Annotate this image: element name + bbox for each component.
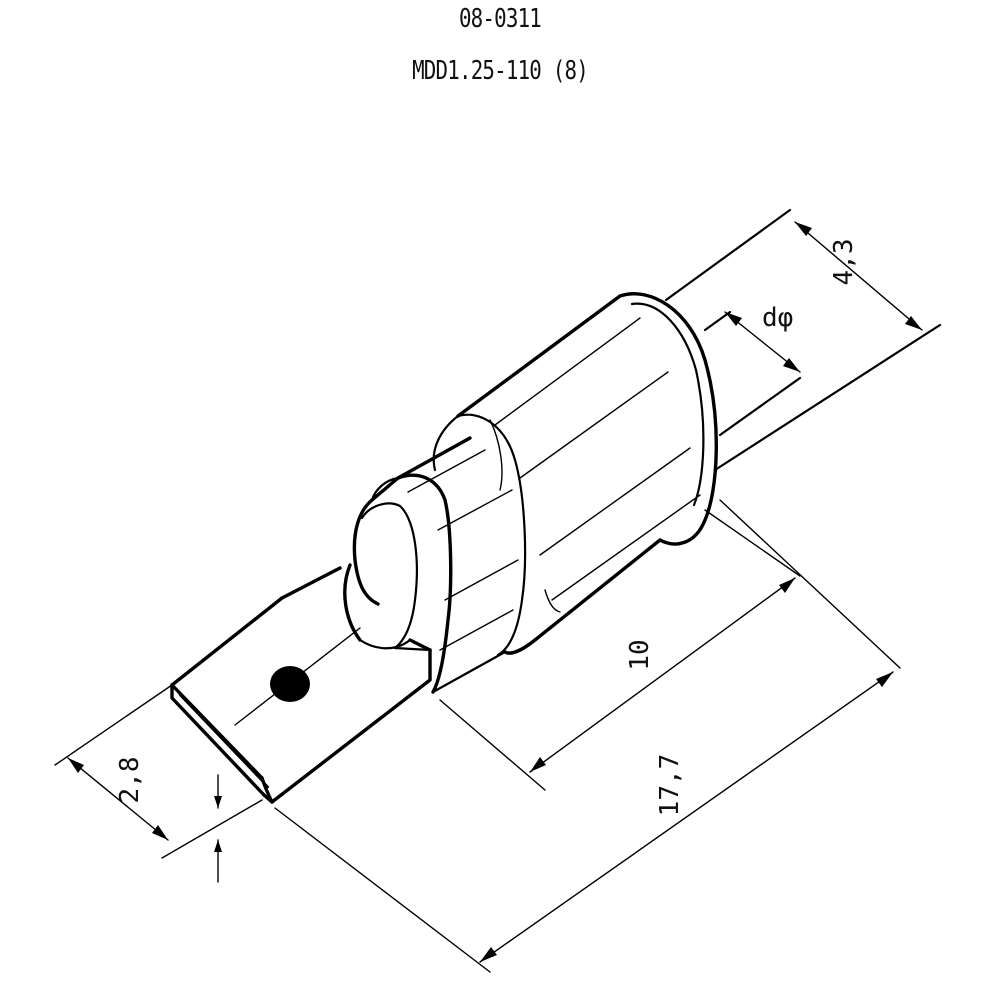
dim-label-d-phi: dφ — [762, 303, 793, 333]
dimple-dot — [270, 666, 310, 702]
dim-label-4-3: 4,3 — [829, 239, 859, 286]
neck — [280, 563, 432, 652]
dim-sleeve-diameter: 4,3 — [794, 221, 923, 331]
dim-total-length: 17,7 — [274, 499, 901, 973]
wire-outline — [664, 208, 942, 472]
part-model: MDD1.25-110 (8) — [412, 56, 589, 86]
dim-label-17-7: 17,7 — [655, 754, 685, 817]
dim-label-2-8: 2,8 — [115, 757, 145, 804]
male-blade — [170, 596, 432, 804]
part-code: 08-0311 — [458, 4, 542, 34]
dim-tab-width: 2,8 — [54, 684, 263, 883]
crimp-collar — [370, 436, 519, 694]
insulation-sleeve — [432, 292, 718, 657]
dim-wire-diameter: dφ — [724, 303, 801, 373]
front-barrel — [352, 476, 418, 650]
dim-sleeve-length: 10 — [439, 509, 801, 791]
dim-label-10: 10 — [625, 639, 655, 670]
